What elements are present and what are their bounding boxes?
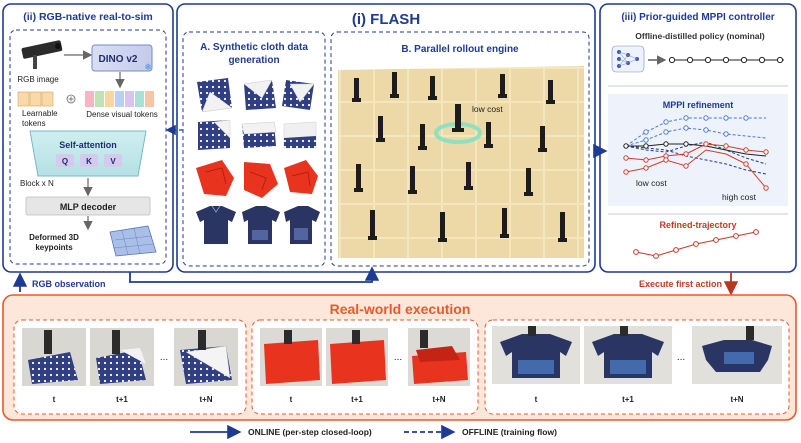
realtosim-panel: (ii) RGB-native real-to-sim RGB image DI…: [2, 3, 174, 273]
label-t1-1: t+1: [116, 395, 128, 404]
synthetic-title-1: A. Synthetic cloth data: [200, 42, 308, 53]
frame-dotted-t1: [90, 328, 154, 386]
refinement-label: MPPI refinement: [663, 100, 734, 110]
dense-visual-tokens: [85, 91, 154, 107]
learnable-tokens-label-1: Learnable: [22, 109, 58, 118]
flash-panel: (i) FLASH A. Synthetic cloth data genera…: [176, 3, 596, 273]
cloth-sample-red-3: [284, 160, 318, 194]
legend-online-label: ONLINE (per-step closed-loop): [248, 427, 372, 437]
network-icon: [611, 45, 645, 73]
cloth-sample-dotted-1: [197, 78, 233, 113]
rollout-scene: low cost: [338, 66, 584, 258]
deformed-label-1: Deformed 3D: [29, 233, 79, 242]
cloth-sample-dotted-3: [282, 80, 315, 110]
dense-tokens-label: Dense visual tokens: [86, 110, 158, 119]
synthetic-title-2: generation: [228, 55, 279, 66]
self-attention-block: Self-attention Q K V: [29, 130, 147, 177]
mppi-low-cost-label: low cost: [636, 178, 667, 188]
v-token: [104, 154, 122, 167]
rgb-image-label: RGB image: [17, 75, 59, 84]
legend: ONLINE (per-step closed-loop) OFFLINE (t…: [190, 424, 557, 440]
camera-icon: [21, 40, 63, 69]
legend-offline-label: OFFLINE (training flow): [462, 427, 557, 437]
mlp-decoder-box: MLP decoder: [25, 196, 151, 216]
deformed-label-2: keypoints: [35, 243, 73, 252]
label-tN-1: t+N: [199, 395, 212, 404]
label-t-2: t: [290, 395, 293, 404]
low-cost-highlight: [434, 104, 482, 144]
cloth-sample-dotted-6: [283, 121, 317, 149]
rollout-low-cost-label: low cost: [472, 104, 503, 114]
frame-dotted-t: [22, 328, 86, 386]
cloth-sample-red-2: [244, 162, 278, 198]
frame-shirt-t1: [584, 326, 672, 384]
frame-shirt-t: [492, 326, 580, 384]
mppi-refinement-area: [608, 94, 788, 206]
realworld-title: Real-world execution: [330, 301, 471, 317]
cloth-sample-shirt-2: [242, 206, 280, 244]
synthetic-cloth-grid: [196, 78, 320, 244]
realtosim-to-flash-arrow: [129, 266, 380, 283]
cloth-sample-dotted-2: [243, 79, 276, 110]
cloth-sample-shirt-1: [196, 205, 236, 244]
mppi-panel: (iii) Prior-guided MPPI controller Offli…: [599, 3, 797, 273]
learnable-tokens: [17, 91, 54, 107]
mppi-high-cost-label: high cost: [722, 192, 757, 202]
k-label: K: [86, 157, 92, 166]
refined-label: Refined-trajectory: [659, 220, 736, 230]
realworld-panel: Real-world execution ... t t+1 t+N: [2, 294, 797, 421]
mppi-title: (iii) Prior-guided MPPI controller: [621, 12, 774, 23]
frame-red-t: [260, 328, 322, 386]
robot-arm-grid: [352, 72, 567, 242]
rollout-title: B. Parallel rollout engine: [401, 44, 519, 55]
frame-shirt-tN: [692, 326, 782, 384]
nominal-trajectory: [668, 56, 784, 64]
label-t1-2: t+1: [351, 395, 363, 404]
label-t-3: t: [535, 395, 538, 404]
frame-red-t1: [326, 328, 388, 386]
q-token: [56, 154, 74, 167]
cloth-sample-red-1: [196, 160, 234, 196]
frame-dotted-tN: [174, 328, 238, 386]
label-t1-3: t+1: [622, 395, 634, 404]
cloth-sample-shirt-3: [284, 206, 320, 244]
q-label: Q: [62, 157, 68, 166]
flow-arrows: [12, 124, 739, 296]
realtosim-inner-box: [9, 29, 167, 265]
execute-label: Execute first action: [639, 279, 722, 289]
ellipsis-2: ...: [394, 352, 402, 363]
snowflake-icon: ❄: [144, 62, 152, 72]
learnable-tokens-label-2: tokens: [22, 119, 46, 128]
cloth-sample-dotted-4: [198, 119, 231, 150]
realtosim-title: (ii) RGB-native real-to-sim: [23, 11, 153, 23]
concat-icon: [66, 94, 76, 104]
refined-trajectory: [633, 229, 759, 259]
label-tN-2: t+N: [432, 395, 445, 404]
policy-label: Offline-distilled policy (nominal): [635, 31, 765, 41]
frame-red-tN: [408, 328, 470, 386]
dino-box: DINO v2 ❄: [91, 44, 153, 72]
dino-label: DINO v2: [99, 54, 138, 65]
self-attention-label: Self-attention: [59, 140, 117, 150]
ellipsis-3: ...: [677, 352, 685, 363]
ellipsis-1: ...: [160, 352, 168, 363]
rgb-observation-label: RGB observation: [32, 279, 106, 289]
cloth-sample-dotted-5: [241, 121, 277, 148]
v-label: V: [110, 157, 116, 166]
mlp-label: MLP decoder: [60, 202, 117, 212]
keypoint-cloth-image: [109, 225, 157, 257]
flash-title: (i) FLASH: [352, 11, 420, 28]
mppi-sample-trajectories: [623, 115, 769, 191]
block-label: Block x N: [20, 179, 54, 188]
label-tN-3: t+N: [730, 395, 743, 404]
label-t-1: t: [53, 395, 56, 404]
k-token: [80, 154, 98, 167]
